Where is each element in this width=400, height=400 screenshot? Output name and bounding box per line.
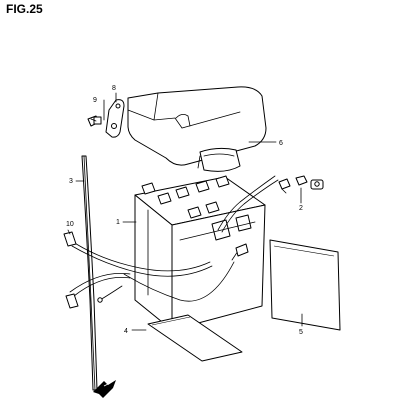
- battery[interactable]: [134, 175, 266, 331]
- front-arrow-icon: [93, 380, 116, 398]
- callout-4: 4: [124, 328, 128, 335]
- battery-cover[interactable]: [127, 86, 267, 172]
- terminal-screw-set[interactable]: [278, 175, 324, 194]
- bolt[interactable]: [87, 115, 102, 127]
- battery-cable[interactable]: [63, 231, 249, 309]
- callout-2: 2: [299, 205, 303, 212]
- callout-8: 8: [112, 85, 116, 92]
- callout-3: 3: [69, 178, 73, 185]
- battery-hose[interactable]: [81, 155, 98, 391]
- callout-10: 10: [66, 221, 74, 228]
- callout-6: 6: [279, 140, 283, 147]
- bracket[interactable]: [105, 99, 125, 138]
- breather-hose: [217, 175, 276, 231]
- battery-mat[interactable]: [147, 314, 243, 362]
- callout-1: 1: [116, 219, 120, 226]
- leader-lines: [67, 92, 303, 331]
- callout-5: 5: [299, 329, 303, 336]
- label-plate[interactable]: [269, 239, 341, 331]
- figure-title: FIG.25: [6, 2, 43, 16]
- callout-9: 9: [93, 97, 97, 104]
